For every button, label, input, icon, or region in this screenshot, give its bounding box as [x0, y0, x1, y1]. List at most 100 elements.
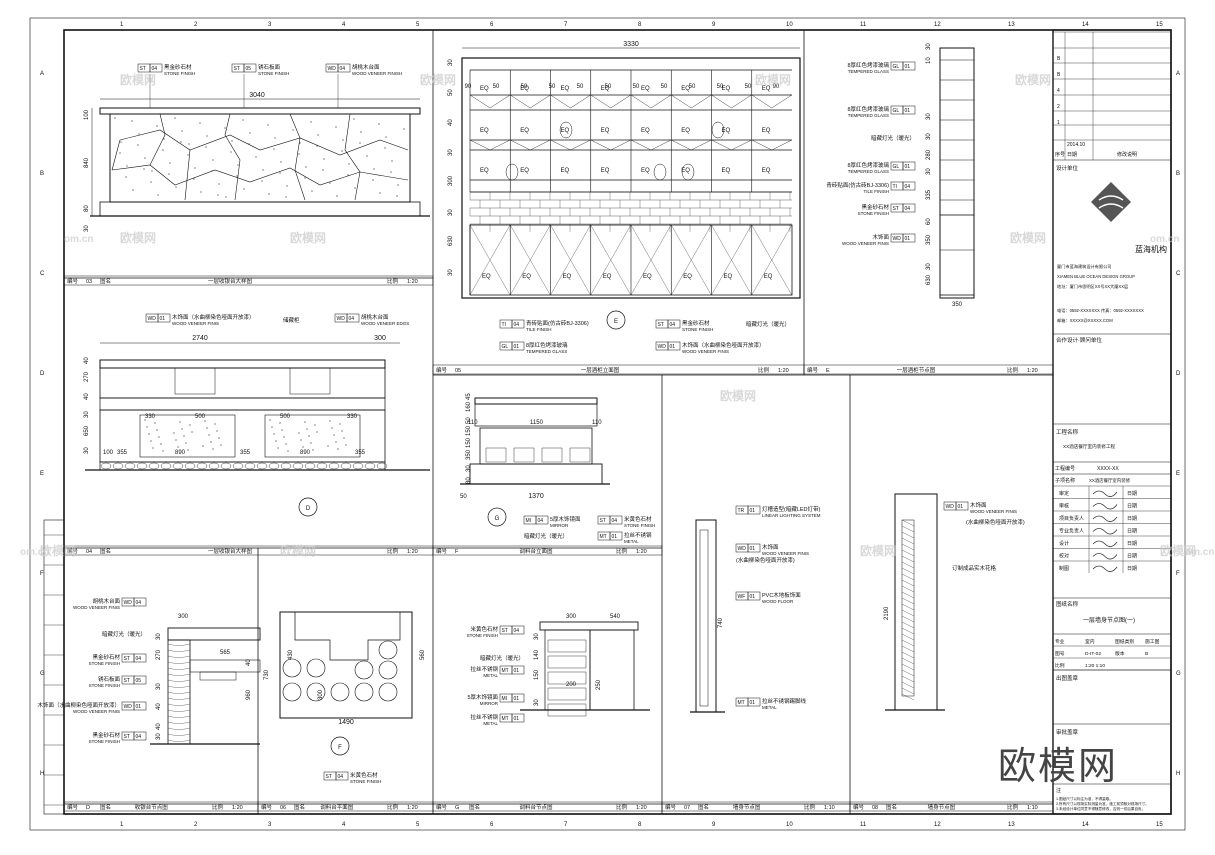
panel-name-label: 图名 [886, 803, 897, 811]
callout-code: 04 [136, 734, 142, 740]
grid-letter-right: B [1176, 171, 1180, 177]
eq-mark: EQ [601, 128, 610, 134]
callout-code: 04 [905, 206, 911, 212]
callout-tag: GL [893, 108, 900, 114]
dim-width: 2740 [192, 335, 208, 342]
callout-text: 木饰面（水曲柳染色哑面开放漆） [682, 341, 765, 349]
dim-node: 270 [156, 649, 162, 660]
panel-scale-label: 比例 [804, 803, 816, 811]
dim-node: 960 [246, 689, 252, 700]
callout-tag: WF [738, 594, 746, 600]
panel-scale-label: 比例 [387, 277, 399, 285]
contact-line: 电话：0592-XXXXXXX 传真：0592-XXXXXXX [1057, 307, 1144, 314]
callout-code: 01 [514, 344, 520, 350]
panel-name: 调料台节点图 [520, 803, 554, 811]
callout-tag: ST [140, 66, 146, 72]
callout-text: 黑金砂石材 [92, 653, 120, 661]
signature [1092, 565, 1118, 572]
dim-bottom: 355 [117, 450, 128, 456]
note-line: 3.未经设计单位同意不得随意修改，否则一切后果自负。 [1056, 806, 1145, 811]
callout-text: 暗藏灯光（暖光） [524, 532, 568, 540]
dim-top: 110 [592, 420, 602, 426]
callout-code: 04 [514, 628, 520, 634]
callout-text: 锈石板面 [258, 63, 281, 71]
callout-code: 04 [538, 518, 544, 524]
signature [1092, 540, 1118, 547]
grid-number-top: 9 [712, 22, 716, 28]
grid-number-bottom: 3 [268, 822, 272, 828]
panel-number-label: 编号 [665, 803, 677, 811]
sub-name: XX酒店餐厅室内装修 [1089, 477, 1131, 484]
callout-tag: GL [893, 164, 900, 170]
dim-section: 335 [926, 189, 932, 200]
dim-bottom: 1370 [528, 493, 544, 500]
material-callout: 储藏柜 [283, 316, 300, 324]
panel-number: 03 [86, 279, 92, 285]
eq-mark: EQ [641, 168, 650, 174]
eq-mark: EQ [480, 168, 489, 174]
dim-height: 270 [84, 371, 90, 382]
panel-scale: 1:20 [407, 549, 418, 555]
dim-top: 50 [549, 84, 556, 90]
dim-node: 30 [156, 733, 162, 740]
dim-top: 90 [465, 84, 472, 90]
callout-text: 拉丝不锈钢 [470, 713, 498, 721]
grid-letter-left: A [40, 71, 44, 77]
callout-text-en: WOOD VENEER FINIS [970, 509, 1017, 514]
panel-scale-label: 比例 [387, 547, 399, 555]
callout-text: (水曲柳染色哑面开放漆) [966, 518, 1025, 526]
sign-role: 校对 [1059, 553, 1069, 560]
watermark-large: 欧模网 [998, 746, 1119, 788]
grid-number-top: 10 [786, 22, 793, 28]
dim-row: 500 [195, 414, 206, 420]
dim-plan: 1490 [338, 719, 354, 726]
eq-mark: EQ [520, 86, 529, 92]
section-marker-letter: D [306, 506, 311, 512]
sign-role: 制图 [1059, 565, 1069, 572]
callout-tag: WD [328, 66, 337, 72]
dim-plan: 300 [318, 689, 324, 700]
panel-name-label: 图名 [469, 803, 480, 811]
eq-mark: EQ [480, 128, 489, 134]
eq-mark: EQ [722, 128, 731, 134]
callout-text: 木饰面（水曲柳染色哑面开放漆） [172, 313, 255, 321]
panel-scale: 1:20 [407, 279, 418, 285]
callout-tag: ST [600, 518, 606, 524]
callout-code: 01 [905, 236, 911, 242]
callout-text: 木饰面 [872, 233, 889, 241]
eq-mark: EQ [762, 128, 771, 134]
sign-date-label: 日期 [1127, 566, 1137, 572]
dim-top: 50 [493, 84, 500, 90]
callout-text: 8厚红色烤漆玻璃 [526, 341, 568, 349]
revision-row: 2 [1057, 104, 1060, 110]
grid-letter-left: E [40, 471, 44, 477]
grid-letter-left: G [40, 671, 45, 677]
dim-left: 50 [466, 417, 472, 424]
callout-text: 胡桃木台面 [361, 313, 389, 321]
callout-tag: WD [148, 316, 157, 322]
dim-top: 50 [745, 84, 752, 90]
eq-mark: EQ [601, 168, 610, 174]
approval-stamp-label: 审批盖章 [1056, 728, 1079, 736]
dim-node: 140 [534, 649, 540, 660]
dim-bottom: 890 [175, 450, 186, 456]
watermark-site: om.cn [1185, 547, 1214, 558]
grid-letter-left: H [40, 771, 44, 777]
callout-code: 04 [905, 184, 911, 190]
callout-tag: WD [124, 704, 133, 710]
grid-letter-right: D [1176, 371, 1181, 377]
callout-text: 黑金砂石材 [861, 203, 889, 211]
drawing-meta-cell: 版本 [1115, 650, 1125, 657]
eq-mark: EQ [722, 168, 731, 174]
